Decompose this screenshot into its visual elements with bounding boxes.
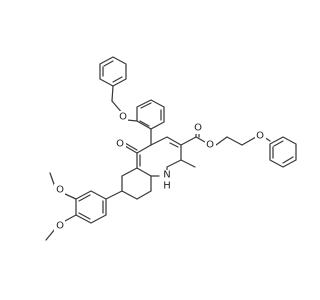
atom-o-methoxy-upper-text: O xyxy=(56,185,64,196)
atom-o-ester-carbonyl: O xyxy=(193,122,204,134)
atom-o-methoxy-lower: O xyxy=(54,220,65,232)
atom-o-methoxy-upper: O xyxy=(54,184,65,196)
atom-o-ketone: O xyxy=(115,138,126,150)
atom-o-ester-text: O xyxy=(206,140,214,151)
atom-o-benzyl: O xyxy=(118,111,128,123)
atom-n-ring: N H xyxy=(162,170,173,192)
atom-o-methoxy-lower-text: O xyxy=(56,221,64,232)
dimethoxyphenyl-ring xyxy=(75,190,107,224)
cyclohexenone-ring xyxy=(121,142,152,200)
methoxy-upper-bond xyxy=(64,193,77,200)
benzyloxy-phenyl-ring xyxy=(136,99,165,130)
methoxy-lower-bond xyxy=(64,214,77,222)
atom-n-text: N xyxy=(163,170,170,181)
atom-o-ester: O xyxy=(205,139,216,151)
atom-h-text: H xyxy=(163,181,171,192)
atom-o-phenoxy: O xyxy=(255,130,266,142)
benzyl-ch2-bond xyxy=(111,85,114,102)
aryl-o-bond xyxy=(126,119,138,122)
atom-o-phenoxy-text: O xyxy=(256,131,264,142)
dihydropyridine-ring xyxy=(136,136,182,177)
benzyl-phenyl-ring xyxy=(99,56,127,87)
structure-canvas: O O O O O O O N H xyxy=(45,56,297,241)
methoxy-lower-methyl xyxy=(45,228,56,241)
atom-o-ester-carbonyl-text: O xyxy=(194,123,202,134)
aryl-c7-bond xyxy=(105,190,123,200)
atom-o-benzyl-text: O xyxy=(119,112,127,123)
atom-o-ketone-text: O xyxy=(116,139,124,150)
phenoxy-phenyl-ring xyxy=(269,136,297,168)
methyl-bond xyxy=(180,159,196,168)
